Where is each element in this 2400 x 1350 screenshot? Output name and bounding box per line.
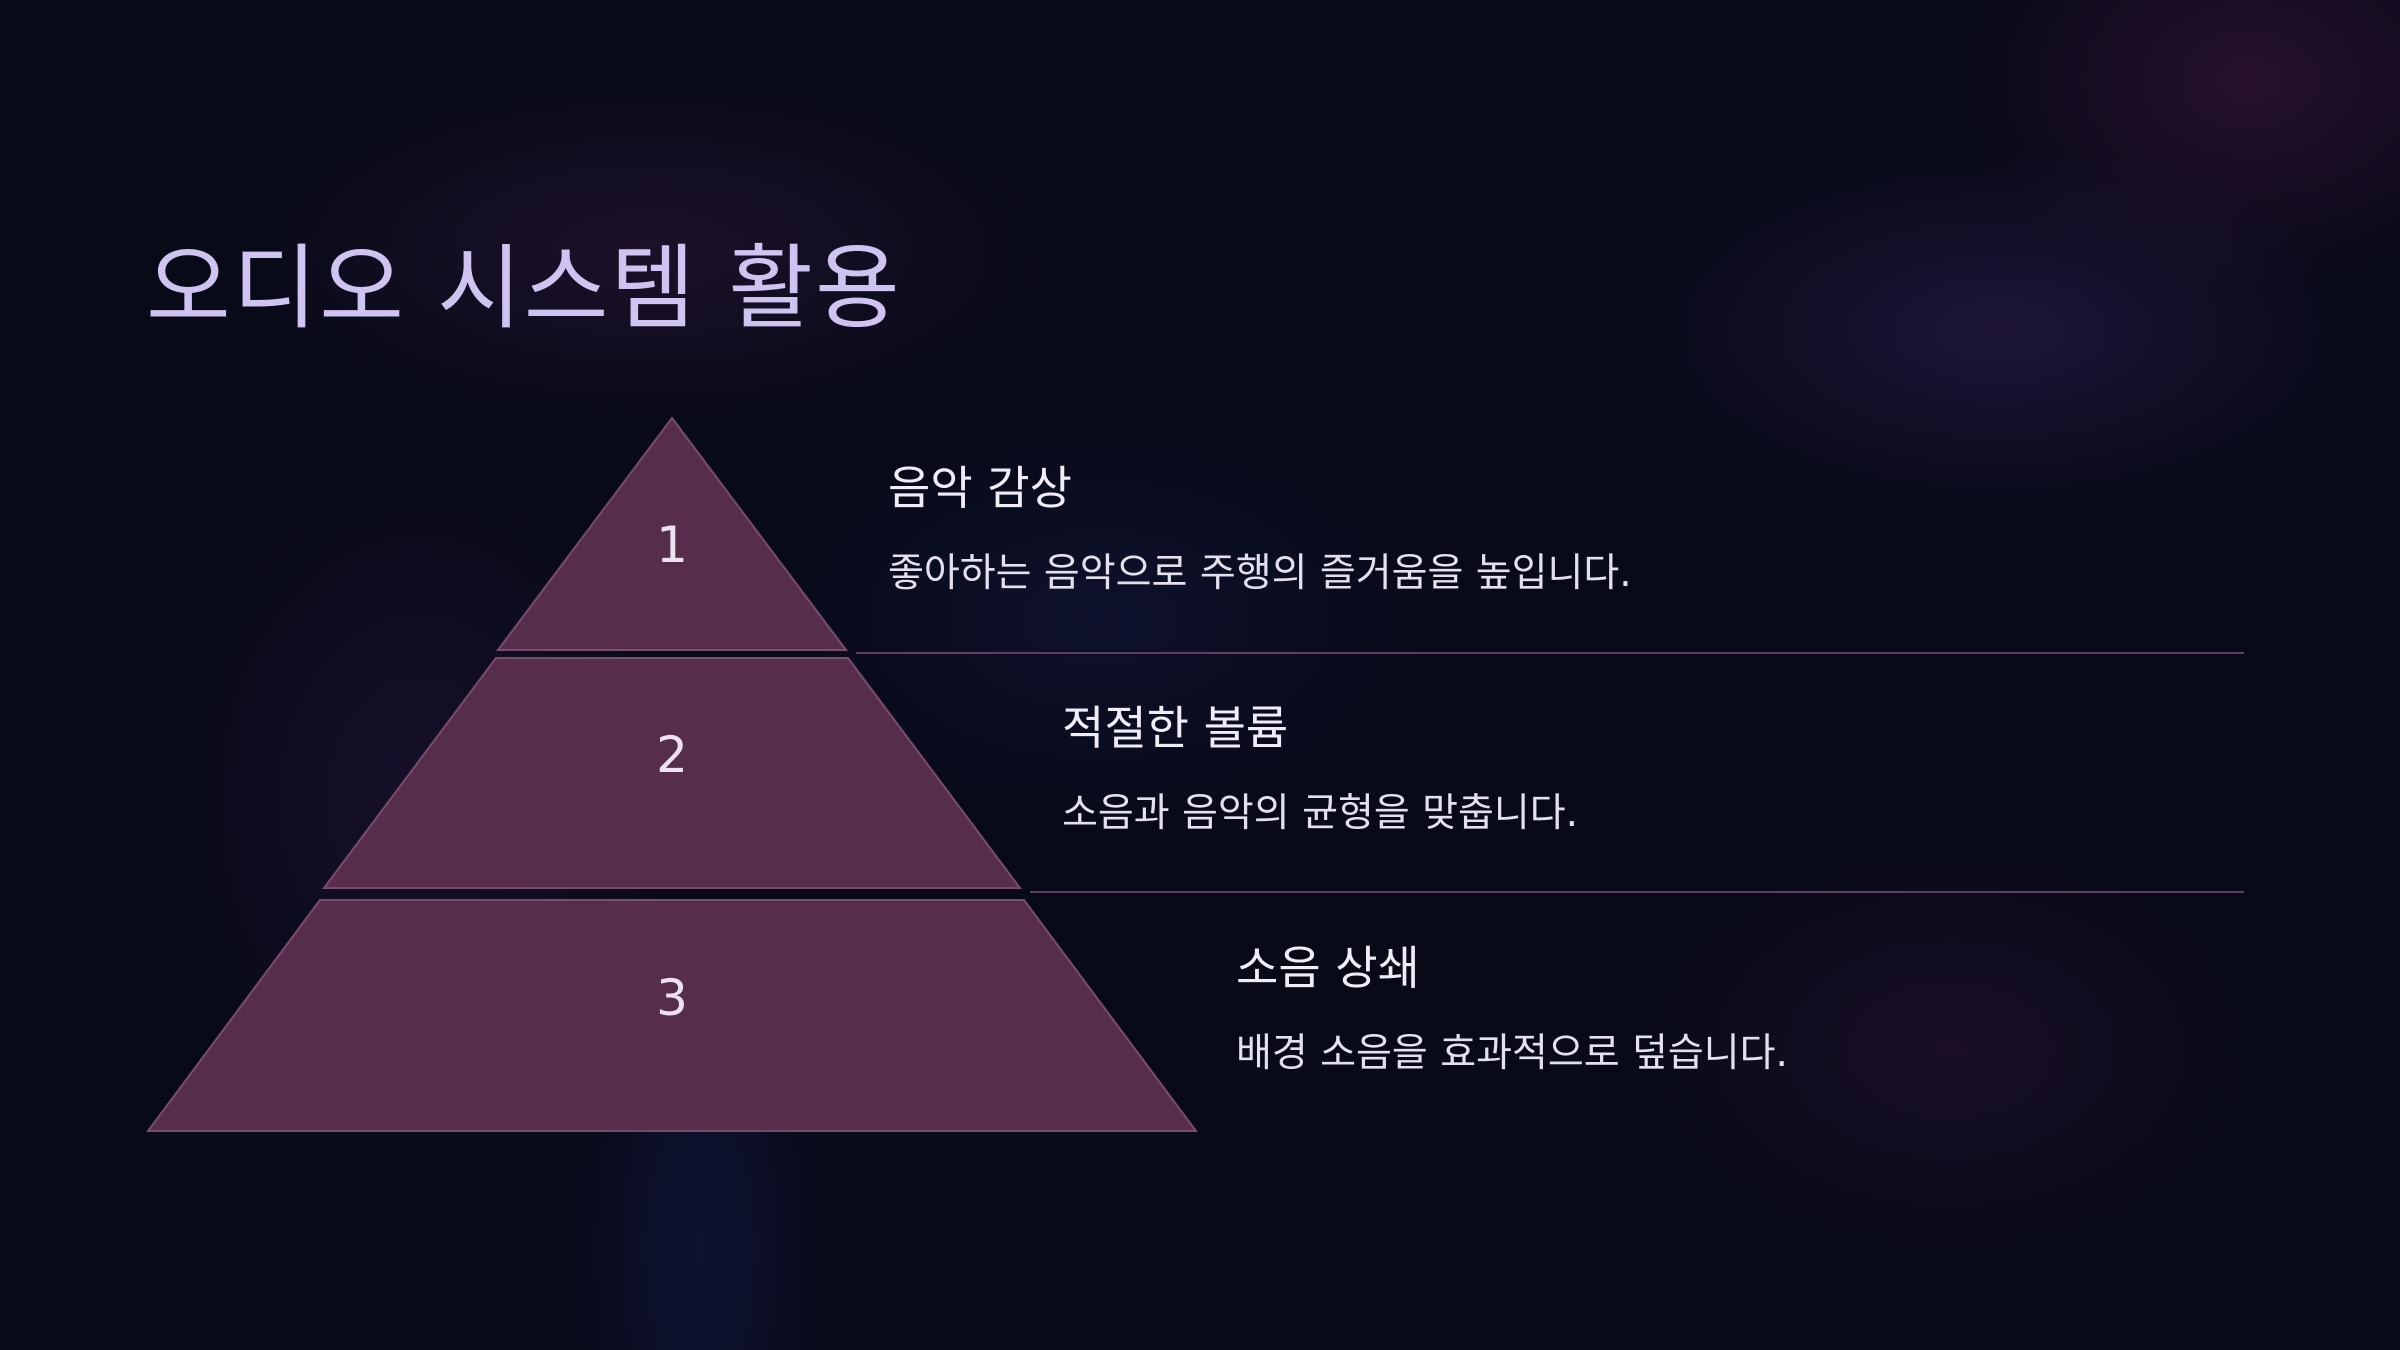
pyramid-tier-3 [146, 899, 1198, 1132]
level-2-divider [1030, 891, 2244, 893]
page-title: 오디오 시스템 활용 [146, 235, 902, 342]
level-1-title: 음악 감상 [888, 461, 1072, 515]
level-3-description: 배경 소음을 효과적으로 덮습니다. [1236, 1031, 1788, 1076]
level-1-description: 좋아하는 음악으로 주행의 즐거움을 높입니다. [888, 551, 1632, 596]
level-3-title: 소음 상쇄 [1236, 941, 1420, 995]
tier-number-2: 2 [656, 726, 688, 784]
level-2-title: 적절한 볼륨 [1062, 701, 1289, 755]
pyramid-tier-2 [322, 657, 1022, 889]
level-1-divider [856, 652, 2244, 654]
tier-number-1: 1 [656, 516, 688, 574]
level-2-description: 소음과 음악의 균형을 맞춥니다. [1062, 791, 1579, 836]
pyramid-tier-1 [496, 416, 848, 651]
tier-number-3: 3 [656, 969, 688, 1027]
